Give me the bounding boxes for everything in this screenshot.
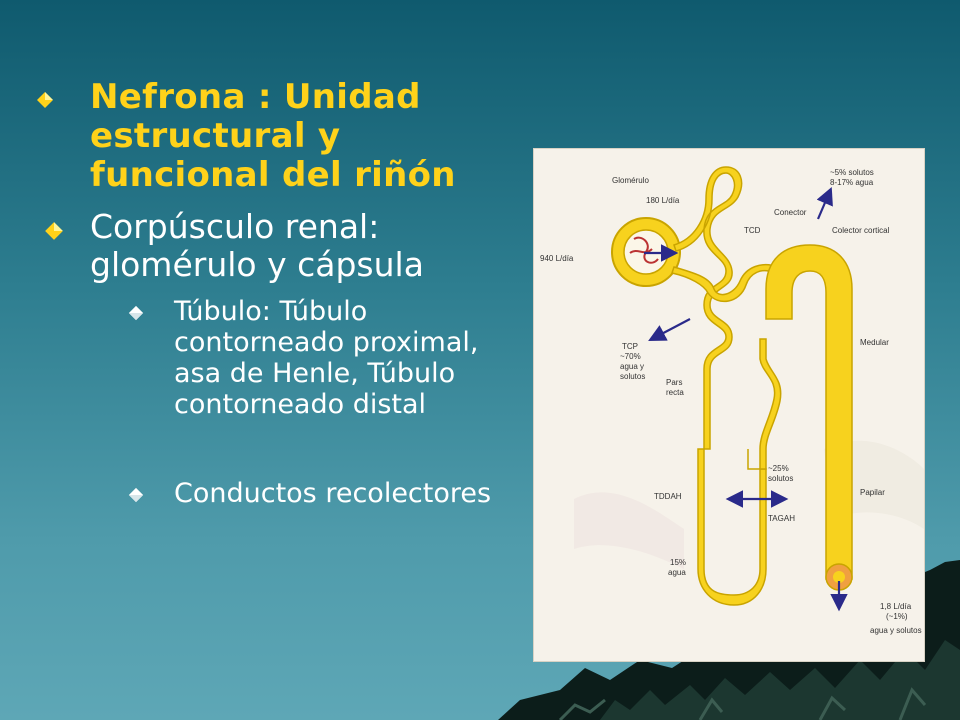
slide-bullet-title: Nefrona : Unidad estructural y funcional…	[90, 77, 456, 195]
label-final-2: (~1%)	[886, 612, 908, 621]
bullet-diamond-icon	[45, 222, 63, 240]
label-final-1: 1,8 L/día	[880, 602, 912, 611]
label-tcp-1: TCP	[622, 342, 638, 351]
label-medular: Medular	[860, 338, 889, 347]
label-solutos-top-2: 8-17% agua	[830, 178, 874, 187]
label-solutos25-1: ~25%	[768, 464, 789, 473]
label-tcp-4: solutos	[620, 372, 645, 381]
label-solutos-top-1: ~5% solutos	[830, 168, 874, 177]
label-tddah: TDDAH	[654, 492, 682, 501]
sub-bullet-diamond-icon	[128, 305, 144, 321]
slide-subbullet-conductos: Conductos recolectores	[174, 478, 492, 509]
slide-bullet-corpusculo: Corpúsculo renal: glomérulo y cápsula	[90, 207, 424, 284]
label-final-3: agua y solutos	[870, 626, 922, 635]
bullet-diamond-icon	[37, 92, 53, 108]
nephron-diagram: Glomérulo 180 L/día 940 L/día TCD Conect…	[533, 148, 925, 662]
sub-bullet-diamond-icon	[128, 487, 144, 503]
label-papilar: Papilar	[860, 488, 885, 497]
label-pars-1: Pars	[666, 378, 682, 387]
label-conector: Conector	[774, 208, 807, 217]
label-tcp-3: agua y	[620, 362, 644, 371]
slide-subbullet-tubulo: Túbulo: Túbulo contorneado proximal, asa…	[174, 296, 479, 420]
label-solutos25-2: solutos	[768, 474, 793, 483]
label-agua15-1: 15%	[670, 558, 686, 567]
label-flow-180: 180 L/día	[646, 196, 680, 205]
label-colector-cortical: Colector cortical	[832, 226, 890, 235]
label-flow-940: 940 L/día	[540, 254, 574, 263]
label-tcp-2: ~70%	[620, 352, 641, 361]
label-glomerulo: Glomérulo	[612, 176, 649, 185]
label-tcd: TCD	[744, 226, 761, 235]
label-tagah: TAGAH	[768, 514, 795, 523]
nephron-drawing: Glomérulo 180 L/día 940 L/día TCD Conect…	[534, 149, 924, 661]
label-agua15-2: agua	[668, 568, 686, 577]
label-pars-2: recta	[666, 388, 684, 397]
